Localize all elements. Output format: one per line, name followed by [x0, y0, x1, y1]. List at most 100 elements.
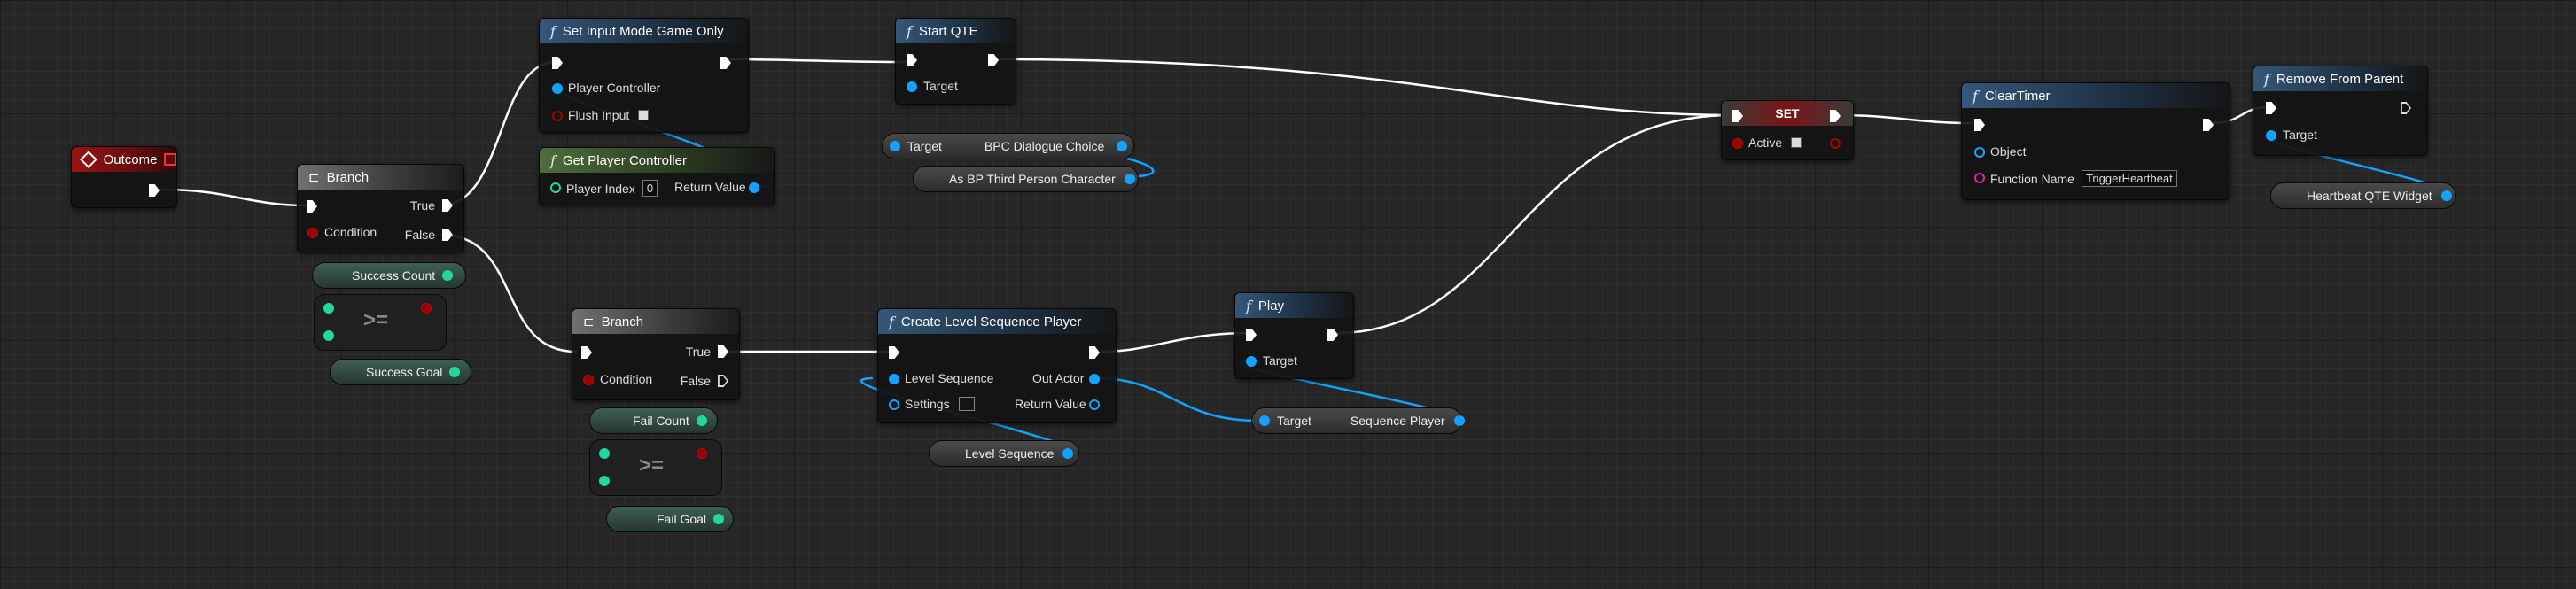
clear-timer-node[interactable]: f ClearTimer Object Function Name Trigge…: [1961, 82, 2230, 200]
play-title: Play: [1257, 298, 1285, 314]
clsp-return-value-label: Return Value: [1015, 397, 1086, 411]
sequence-player-target-pin[interactable]: [1259, 415, 1270, 426]
remove-from-parent-target-pin[interactable]: [2266, 130, 2276, 141]
outcome-delegate-pin[interactable]: [164, 153, 176, 166]
set-exec-out[interactable]: [1830, 110, 1841, 122]
flush-input-pin[interactable]: [552, 111, 563, 121]
set-exec-in[interactable]: [1732, 110, 1743, 122]
set-active-out-pin[interactable]: [1830, 138, 1841, 149]
remove-from-parent-node[interactable]: f Remove From Parent Target: [2253, 66, 2428, 156]
branch-node-1[interactable]: ⊏ Branch True False Condition: [297, 164, 464, 252]
greater-equal-node-1[interactable]: >=: [314, 294, 447, 351]
set-input-mode-exec-out[interactable]: [720, 57, 731, 69]
settings-struct-box[interactable]: [958, 397, 975, 411]
compare-1-a-pin[interactable]: [323, 303, 334, 314]
clsp-exec-in[interactable]: [889, 346, 899, 359]
bpc-target-pin[interactable]: [890, 141, 900, 151]
play-target-pin[interactable]: [1246, 356, 1257, 367]
branch-2-false-row: False: [681, 374, 728, 388]
set-active-node[interactable]: SET Active: [1721, 100, 1854, 160]
branch-2-exec-in[interactable]: [581, 346, 592, 359]
clear-timer-exec-in[interactable]: [1974, 119, 1985, 131]
clsp-return-value-pin[interactable]: [1089, 399, 1100, 410]
function-name-input[interactable]: TriggerHeartbeat: [2081, 170, 2177, 187]
settings-label: Settings: [905, 397, 950, 411]
clear-timer-exec-out[interactable]: [2203, 119, 2214, 131]
success-count-out-pin[interactable]: [442, 270, 454, 281]
branch-1-false-exec-out[interactable]: [442, 229, 453, 241]
bpc-target-label: Target: [907, 139, 942, 153]
exec-wire: [1335, 113, 1734, 335]
branch-2-true-exec-out[interactable]: [718, 345, 728, 358]
as-bp-third-person-character-cast[interactable]: As BP Third Person Character: [913, 166, 1139, 192]
fail-count-variable[interactable]: Fail Count: [589, 407, 718, 434]
player-index-pin[interactable]: [550, 182, 561, 193]
play-node[interactable]: f Play Target: [1234, 292, 1354, 379]
compare-2-result-pin[interactable]: [697, 448, 707, 459]
level-sequence-variable[interactable]: Level Sequence: [929, 440, 1079, 467]
sequence-player-output-pin[interactable]: [1453, 415, 1465, 426]
play-header: f Play: [1235, 293, 1353, 318]
remove-from-parent-exec-in[interactable]: [2266, 102, 2276, 114]
player-index-input[interactable]: 0: [642, 180, 658, 197]
get-player-controller-node[interactable]: f Get Player Controller Player Index 0 R…: [539, 147, 775, 205]
branch-2-false-label: False: [680, 374, 711, 388]
greater-equal-node-2[interactable]: >=: [589, 439, 722, 496]
start-qte-exec-in[interactable]: [907, 54, 917, 66]
flush-input-row: Flush Input: [568, 108, 650, 122]
bpc-output-pin[interactable]: [1117, 141, 1128, 151]
event-diamond-icon: [80, 151, 97, 168]
remove-from-parent-exec-out[interactable]: [2401, 102, 2411, 114]
level-sequence-var-out-pin[interactable]: [1062, 448, 1074, 459]
start-qte-node[interactable]: f Start QTE Target: [895, 18, 1016, 105]
success-count-variable[interactable]: Success Count: [312, 262, 466, 289]
sequence-player-getter[interactable]: Target Sequence Player: [1251, 407, 1465, 434]
outcome-event-node[interactable]: Outcome: [71, 146, 177, 208]
compare-1-b-pin[interactable]: [323, 330, 334, 341]
set-active-in-pin[interactable]: [1732, 138, 1743, 149]
heartbeat-qte-widget-variable[interactable]: Heartbeat QTE Widget: [2270, 182, 2456, 209]
set-active-checkbox[interactable]: [1791, 137, 1802, 148]
start-qte-target-pin[interactable]: [907, 81, 917, 92]
branch-1-condition-pin[interactable]: [307, 228, 318, 238]
fail-goal-variable[interactable]: Fail Goal: [606, 506, 734, 532]
as-bp-third-person-label: As BP Third Person Character: [949, 172, 1116, 186]
player-controller-pin[interactable]: [552, 83, 563, 94]
branch-1-exec-in[interactable]: [307, 200, 317, 213]
remove-from-parent-target-label: Target: [2283, 128, 2317, 142]
heartbeat-qte-widget-out-pin[interactable]: [2440, 190, 2452, 201]
play-exec-in[interactable]: [1246, 329, 1257, 341]
as-bp-third-person-out-pin[interactable]: [1124, 174, 1135, 184]
set-active-row: Active: [1748, 136, 1802, 150]
success-goal-variable[interactable]: Success Goal: [330, 359, 471, 385]
compare-2-a-pin[interactable]: [599, 448, 610, 459]
branch-node-2[interactable]: ⊏ Branch True False Condition: [572, 308, 740, 400]
bpc-dialogue-choice-getter[interactable]: Target BPC Dialogue Choice: [882, 133, 1134, 159]
fail-goal-out-pin[interactable]: [713, 514, 725, 524]
success-goal-out-pin[interactable]: [449, 367, 461, 377]
success-count-label: Success Count: [352, 268, 436, 283]
compare-2-b-pin[interactable]: [599, 476, 610, 486]
set-input-mode-exec-in[interactable]: [552, 57, 563, 69]
create-level-sequence-title: Create Level Sequence Player: [900, 314, 1082, 329]
start-qte-exec-out[interactable]: [988, 54, 999, 66]
clear-timer-object-pin[interactable]: [1974, 147, 1985, 158]
gpc-return-value-pin[interactable]: [749, 182, 759, 193]
settings-pin[interactable]: [889, 399, 899, 410]
play-exec-out[interactable]: [1327, 329, 1338, 341]
outcome-exec-out[interactable]: [149, 184, 160, 197]
flush-input-checkbox[interactable]: [638, 110, 650, 120]
level-sequence-in-pin[interactable]: [889, 374, 899, 384]
level-sequence-var-label: Level Sequence: [965, 446, 1055, 461]
clsp-exec-out[interactable]: [1089, 346, 1100, 359]
branch-2-condition-pin[interactable]: [583, 375, 594, 385]
branch-1-true-exec-out[interactable]: [442, 199, 453, 212]
create-level-sequence-player-node[interactable]: f Create Level Sequence Player Level Seq…: [877, 308, 1117, 423]
branch-2-false-exec-out[interactable]: [718, 375, 728, 387]
set-input-mode-game-only-node[interactable]: f Set Input Mode Game Only Player Contro…: [539, 18, 749, 133]
function-name-pin[interactable]: [1974, 173, 1985, 183]
fail-count-out-pin[interactable]: [696, 415, 707, 426]
set-input-mode-title: Set Input Mode Game Only: [562, 23, 724, 39]
out-actor-pin[interactable]: [1089, 374, 1100, 384]
compare-1-result-pin[interactable]: [421, 303, 432, 314]
